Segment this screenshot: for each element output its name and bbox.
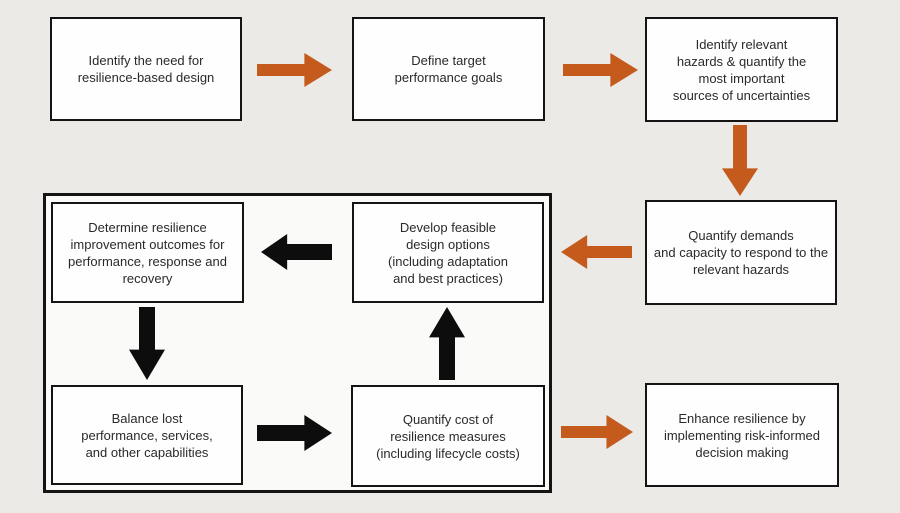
- flow-box-quantify-cost-label: Quantify cost of resilience measures (in…: [376, 411, 520, 461]
- flow-box-identify-need-label: Identify the need for resilience-based d…: [77, 53, 215, 85]
- flow-box-balance-lost: Balance lost performance, services, and …: [51, 385, 243, 485]
- arrow-right-icon: [561, 415, 633, 449]
- flow-box-define-goals-label: Define target performance goals: [394, 53, 503, 85]
- arrow-left-icon: [261, 234, 332, 270]
- flow-box-balance-lost-label: Balance lost performance, services, and …: [81, 410, 213, 460]
- arrow-loop-to-enhance-resilience: [561, 413, 633, 451]
- flow-box-enhance-resilience: Enhance resilience by implementing risk-…: [645, 383, 839, 487]
- arrow-define-goals-to-identify-hazards: [563, 51, 638, 89]
- arrow-up-icon: [429, 307, 465, 380]
- flow-box-identify-need: Identify the need for resilience-based d…: [50, 17, 242, 121]
- flow-box-quantify-demands: Quantify demands and capacity to respond…: [645, 200, 837, 305]
- flow-box-develop-options: Develop feasible design options (includi…: [352, 202, 544, 303]
- flow-box-identify-hazards-label: Identify relevant hazards & quantify the…: [672, 36, 811, 103]
- flow-box-define-goals: Define target performance goals: [352, 17, 545, 121]
- arrow-down-icon: [722, 125, 758, 196]
- arrow-identify-need-to-define-goals: [257, 51, 332, 89]
- arrow-develop-options-to-determine-outcomes: [261, 233, 332, 271]
- arrow-balance-lost-to-quantify-cost: [257, 414, 332, 452]
- arrow-quantify-cost-to-develop-options: [428, 307, 466, 380]
- arrow-right-icon: [257, 415, 332, 451]
- arrow-determine-outcomes-to-balance-lost: [128, 307, 166, 380]
- arrow-identify-hazards-to-quantify-demands: [721, 125, 759, 196]
- arrow-right-icon: [563, 53, 638, 87]
- arrow-right-icon: [257, 53, 332, 87]
- flow-box-enhance-resilience-label: Enhance resilience by implementing risk-…: [663, 410, 821, 460]
- flow-box-develop-options-label: Develop feasible design options (includi…: [388, 219, 508, 286]
- flow-box-quantify-demands-label: Quantify demands and capacity to respond…: [653, 228, 829, 277]
- flow-box-identify-hazards: Identify relevant hazards & quantify the…: [645, 17, 838, 122]
- arrow-down-icon: [129, 307, 165, 380]
- flow-box-determine-outcomes: Determine resilience improvement outcome…: [51, 202, 244, 303]
- arrow-quantify-demands-to-develop-options: [561, 233, 632, 271]
- flow-box-quantify-cost: Quantify cost of resilience measures (in…: [351, 385, 545, 487]
- arrow-left-icon: [561, 235, 632, 269]
- flow-box-determine-outcomes-label: Determine resilience improvement outcome…: [68, 219, 227, 286]
